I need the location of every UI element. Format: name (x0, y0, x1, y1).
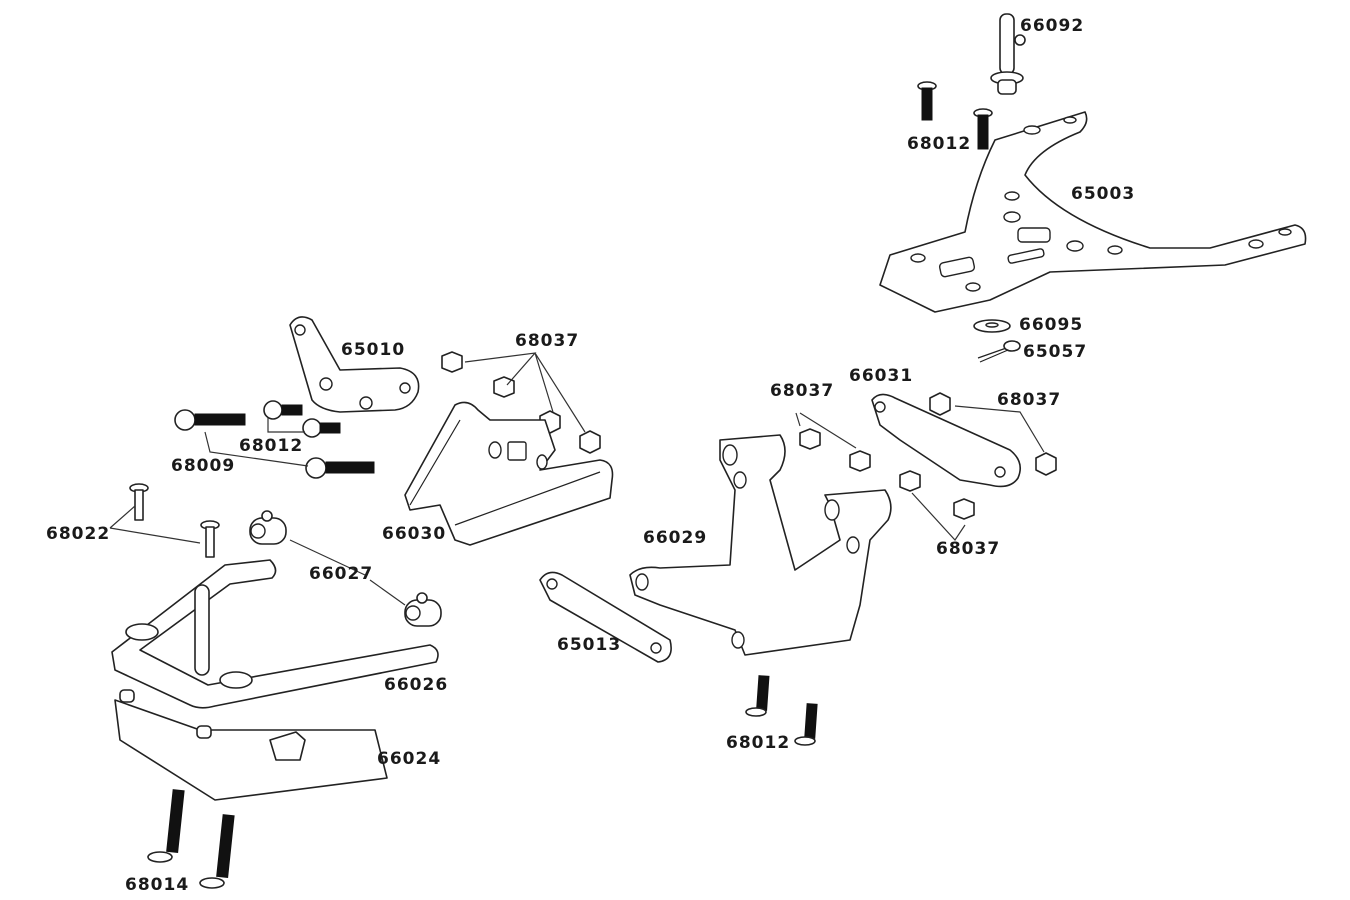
label-68012-top: 68012 (907, 134, 972, 154)
label-66031: 66031 (849, 366, 914, 386)
label-68037-b: 68037 (770, 381, 835, 401)
label-66029: 66029 (643, 528, 708, 548)
block-66031 (871, 393, 1021, 488)
bracket-65010 (289, 316, 420, 413)
screw-68012-top (917, 81, 993, 150)
label-68014: 68014 (125, 875, 190, 895)
link-65013 (539, 571, 672, 663)
label-65013: 65013 (557, 635, 622, 655)
screw-68012-left (263, 400, 341, 438)
label-66092: 66092 (1020, 16, 1085, 36)
arm-66029 (629, 434, 892, 656)
label-66030: 66030 (382, 524, 447, 544)
screw-68009 (174, 409, 375, 479)
label-65003: 65003 (1071, 184, 1136, 204)
clip-65057 (977, 340, 1021, 363)
label-65010: 65010 (341, 340, 406, 360)
body-post-66092 (990, 13, 1026, 95)
label-68037-c: 68037 (997, 390, 1062, 410)
label-68037-d: 68037 (936, 539, 1001, 559)
label-68009: 68009 (171, 456, 236, 476)
label-68012-bottom: 68012 (726, 733, 791, 753)
screw-68022 (129, 483, 220, 558)
nut-68037-group-b (799, 392, 1057, 520)
leader-lines (109, 352, 1045, 606)
label-66026: 66026 (384, 675, 449, 695)
label-68037-a: 68037 (515, 331, 580, 351)
washer-66095 (973, 319, 1011, 333)
plate-65003 (879, 111, 1307, 313)
skid-plate-66024 (114, 689, 388, 801)
label-68022: 68022 (46, 524, 111, 544)
label-65057: 65057 (1023, 342, 1088, 362)
mount-66030 (404, 401, 614, 546)
label-66095: 66095 (1019, 315, 1084, 335)
screw-68014 (147, 789, 235, 889)
collar-66027 (249, 510, 442, 627)
label-68012-left: 68012 (239, 436, 304, 456)
arm-66026 (111, 559, 439, 709)
label-66024: 66024 (377, 749, 442, 769)
screw-68012-bottom (745, 675, 818, 746)
label-66027: 66027 (309, 564, 374, 584)
